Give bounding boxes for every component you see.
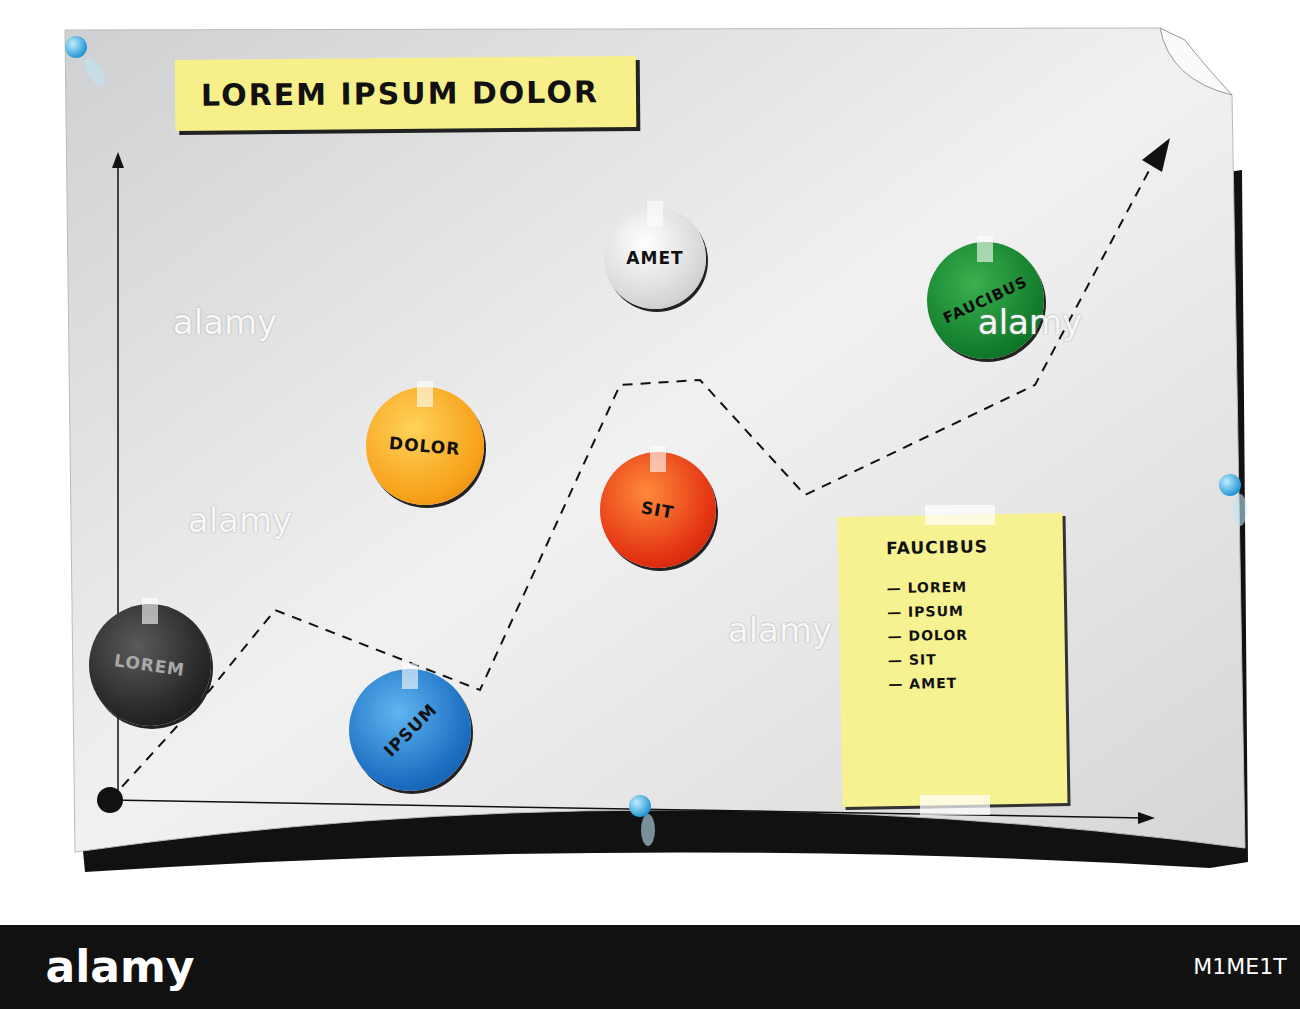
sticker-label: DOLOR: [389, 433, 462, 459]
tape: [920, 795, 990, 815]
sticker-label: AMET: [626, 248, 683, 268]
brand-logo: alamy: [46, 941, 195, 992]
tape: [417, 381, 433, 407]
sticker-label: LOREM: [113, 650, 186, 680]
tape: [650, 446, 666, 472]
sticker-circle: AMET: [604, 207, 706, 309]
watermark: alamy: [728, 610, 832, 650]
note-item: — IPSUM: [887, 603, 964, 620]
note-item: — DOLOR: [887, 627, 968, 644]
note-heading: FAUCIBUS: [886, 536, 988, 558]
watermark: alamy: [978, 302, 1082, 342]
sticker-circle: LOREM: [89, 604, 211, 726]
sticker-circle: SIT: [600, 452, 716, 568]
push-pin: [1219, 474, 1247, 526]
axis-arrow: [1138, 812, 1155, 824]
tape: [647, 201, 663, 227]
footer-bar: [0, 925, 1300, 1009]
note-item: — LOREM: [887, 579, 968, 596]
watermark: alamy: [188, 500, 292, 540]
axis-arrow: [112, 152, 124, 168]
title-note: LOREM IPSUM DOLOR: [175, 56, 637, 131]
sticky-note: FAUCIBUS — LOREM — IPSUM — DOLOR — SIT — AMET: [837, 513, 1067, 807]
sticker-circle: IPSUM: [349, 669, 471, 791]
title: LOREM IPSUM DOLOR: [201, 74, 610, 113]
tape: [977, 236, 993, 262]
paper-sheet: [65, 28, 1245, 852]
tape: [142, 598, 158, 624]
page-curl: [1160, 28, 1232, 95]
note-item: — AMET: [888, 675, 957, 692]
note-item: — SIT: [888, 651, 937, 668]
sticker-label: IPSUM: [379, 699, 440, 760]
push-pin: [629, 795, 655, 846]
sticker-label: SIT: [640, 497, 676, 522]
watermark: alamy: [173, 302, 277, 342]
push-pin: [65, 36, 109, 89]
tape: [402, 663, 418, 689]
sticker-circle: DOLOR: [366, 387, 484, 505]
trend-arrowhead: [1142, 138, 1170, 172]
origin-dot: [97, 787, 123, 813]
image-id: M1ME1T: [1193, 954, 1286, 979]
tape: [925, 505, 995, 525]
